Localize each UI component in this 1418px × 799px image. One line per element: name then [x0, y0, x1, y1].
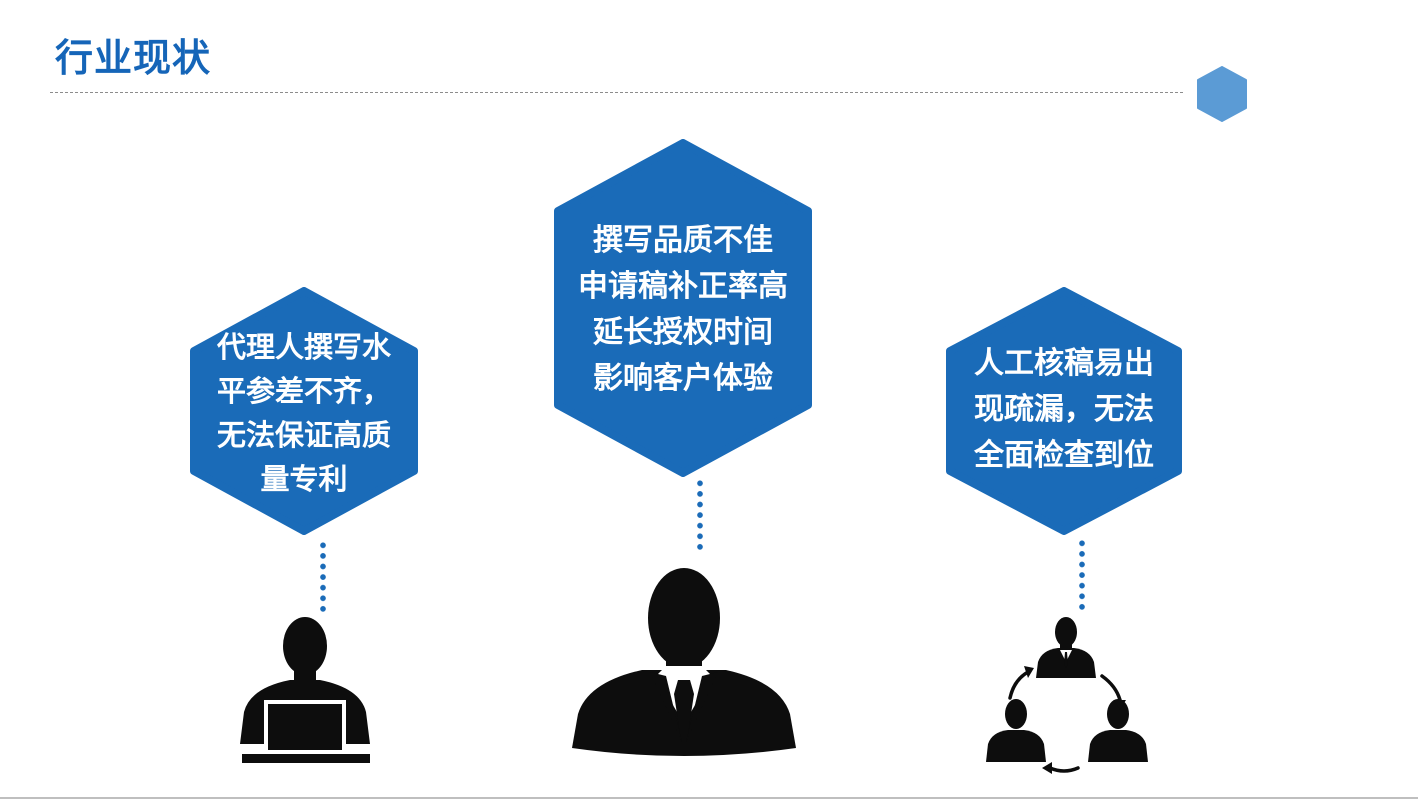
hexagon-left-shape [190, 287, 418, 535]
hexagon-right-text: 人工核稿易出 现疏漏，无法 全面检查到位 [974, 346, 1154, 473]
hexagon-center-text: 撰写品质不佳 申请稿补正率高 延长授权时间 影响客户体验 [578, 223, 788, 396]
team-cycle-icon [986, 617, 1148, 774]
person-laptop-icon [240, 617, 370, 763]
connector-left [320, 540, 326, 614]
connector-center [697, 478, 703, 552]
decorative-hexagon-icon [1197, 66, 1247, 122]
hexagon-left-text: 代理人撰写水 平参差不齐， 无法保证高质 量专利 [216, 330, 391, 496]
bottom-divider [0, 797, 1418, 799]
page-title: 行业现状 [55, 36, 212, 80]
hexagon-center-shape [554, 139, 812, 477]
title-divider [50, 92, 1183, 93]
hexagon-right-shape [946, 287, 1182, 535]
businessman-icon [572, 568, 796, 756]
connector-right [1079, 538, 1085, 612]
